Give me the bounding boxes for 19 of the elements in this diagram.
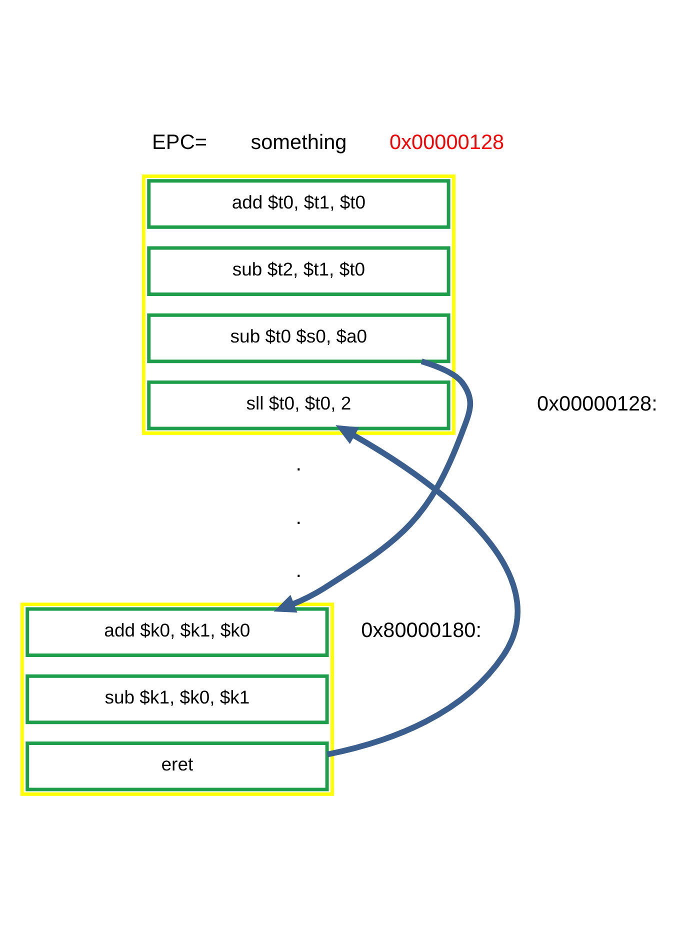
label: .: [296, 506, 302, 529]
label: something: [250, 130, 347, 154]
label: .: [296, 452, 302, 476]
arrow: [326, 425, 520, 758]
label: 0x80000180:: [361, 619, 482, 642]
node-box: sub $t0 $s0, $a0: [147, 313, 450, 364]
node-box: eret: [26, 741, 329, 792]
arrow: [274, 358, 474, 613]
label: EPC=: [152, 130, 208, 154]
label: .: [296, 559, 302, 582]
node-box: sub $t2, $t1, $t0: [147, 246, 450, 296]
cluster: [20, 602, 334, 796]
cluster: [142, 174, 456, 435]
node-box: sll $t0, $t0, 2: [147, 380, 450, 430]
node-box: add $k0, $k1, $k0: [26, 607, 329, 657]
node-box: sub $k1, $k0, $k1: [26, 674, 329, 724]
node-box: add $t0, $t1, $t0: [147, 179, 450, 229]
label: 0x00000128: [390, 130, 504, 154]
label: 0x00000128:: [537, 392, 658, 416]
